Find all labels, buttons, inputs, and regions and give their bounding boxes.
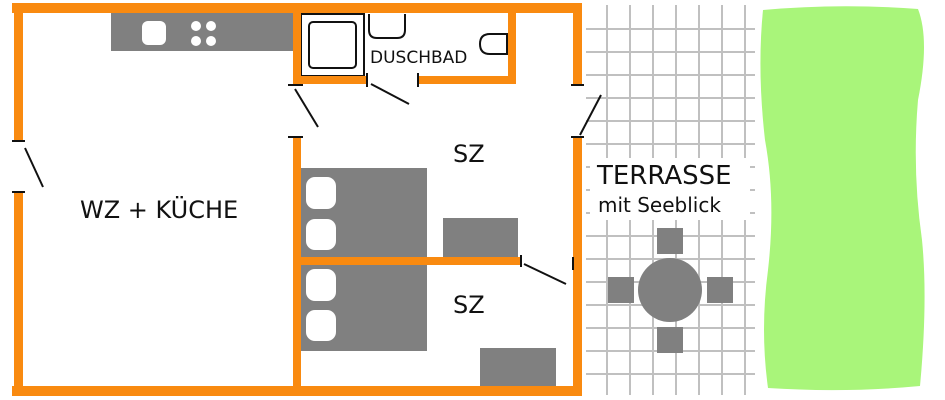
lawn-area [760, 6, 925, 391]
pillow-icon [306, 269, 336, 301]
pillow-icon [306, 219, 336, 250]
pillow-icon [306, 310, 336, 341]
chair-icon [707, 277, 733, 303]
sink-icon [142, 21, 166, 45]
toilet-icon [478, 33, 508, 55]
chair-icon [608, 277, 634, 303]
washbasin-icon [368, 14, 406, 39]
shower-tray-icon [300, 13, 365, 77]
room-label-living-kitchen: WZ + KÜCHE [80, 196, 239, 224]
door-swings [12, 73, 602, 285]
chair-icon [657, 327, 683, 353]
wardrobe [480, 348, 556, 386]
room-label-terrace: TERRASSE [597, 161, 732, 191]
walls [12, 3, 582, 396]
table-icon [638, 258, 702, 322]
wardrobe [443, 218, 518, 258]
terrace-label-background [590, 158, 750, 220]
kitchen-counter [111, 13, 296, 51]
room-label-shower-bath: DUSCHBAD [370, 48, 468, 68]
pillow-icon [306, 177, 336, 209]
bed-icon [301, 168, 427, 257]
chair-icon [657, 228, 683, 254]
room-label-bedroom-1: SZ [453, 140, 485, 168]
room-label-bedroom-2: SZ [453, 291, 485, 319]
bed-icon [301, 265, 427, 351]
stove-icon [191, 21, 216, 46]
terrace-note: mit Seeblick [598, 193, 721, 217]
